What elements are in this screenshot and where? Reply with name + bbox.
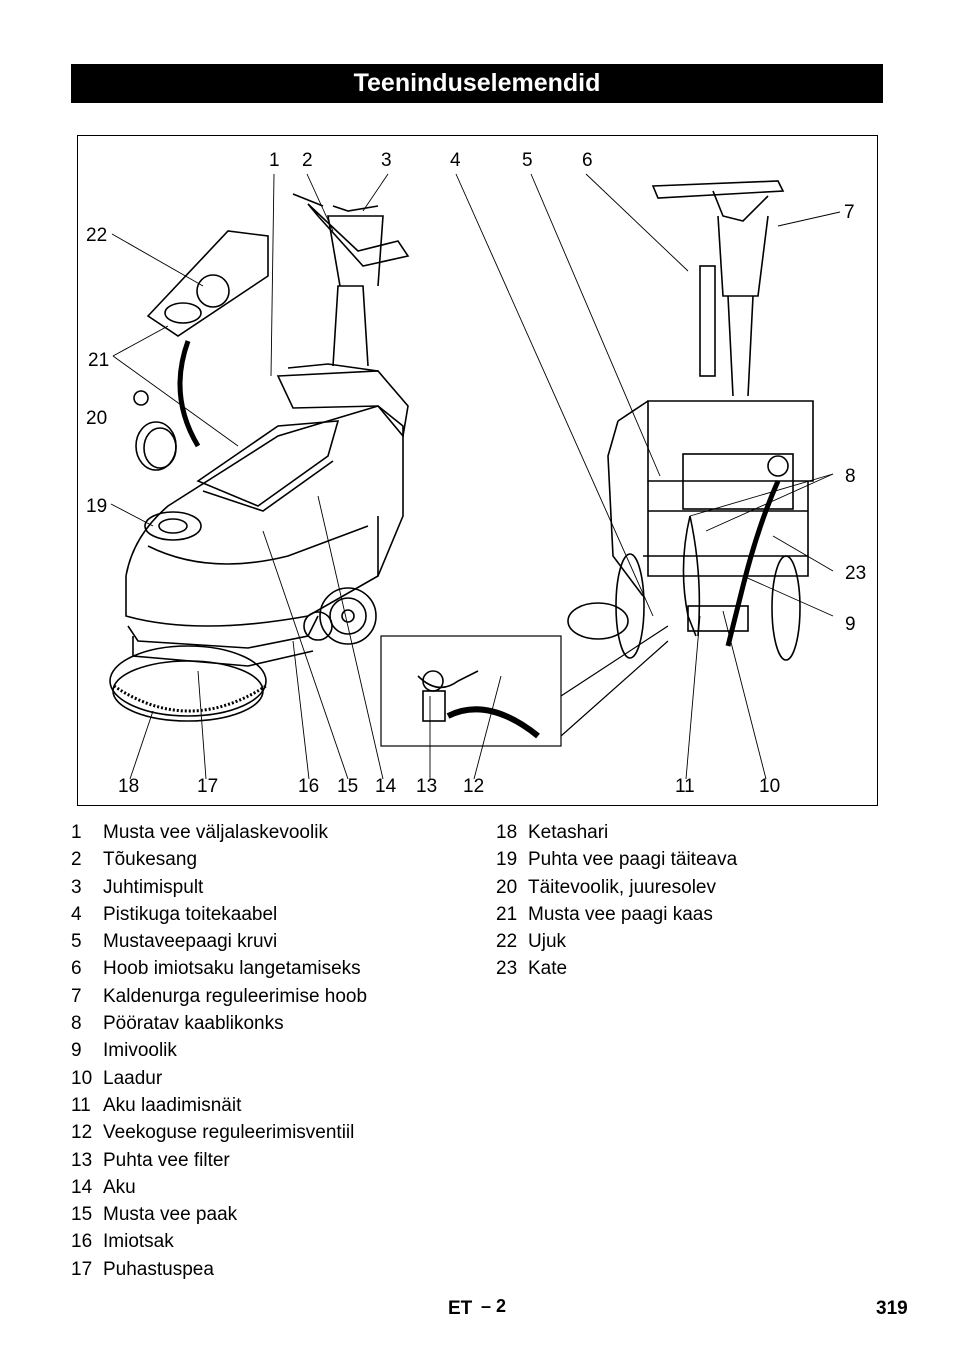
callout-5: 5	[522, 150, 533, 171]
callout-16: 16	[298, 776, 319, 797]
machine-drawing: 1 2 3 4 5 6 7 8 9 10 11 12 13 14 15 16 1…	[86, 150, 866, 797]
callout-2: 2	[302, 150, 313, 171]
page-title: Teeninduselemendid	[71, 64, 883, 103]
leader-lines	[110, 173, 841, 780]
callout-11: 11	[675, 776, 695, 797]
callout-15: 15	[337, 776, 358, 797]
callout-8: 8	[845, 466, 856, 487]
callout-7: 7	[844, 202, 855, 223]
callout-1: 1	[269, 150, 280, 171]
callout-22: 22	[86, 225, 107, 246]
callout-17: 17	[197, 776, 218, 797]
callout-12: 12	[463, 776, 484, 797]
lid-outline	[196, 420, 340, 507]
page-title-text: Teeninduselemendid	[353, 69, 601, 97]
callout-18: 18	[118, 776, 139, 797]
footer-page-marker: – 2	[481, 1296, 507, 1316]
callout-10: 10	[759, 776, 780, 797]
callout-3: 3	[381, 150, 392, 171]
callout-14: 14	[375, 776, 397, 797]
machine-illustration: 1 2 3 4 5 6 7 8 9 10 11 12 13 14 15 16 1…	[77, 135, 878, 806]
callout-6: 6	[582, 150, 593, 171]
callout-4: 4	[450, 150, 461, 171]
callout-23: 23	[845, 563, 866, 584]
footer-language: ET	[448, 1298, 473, 1319]
callout-21: 21	[88, 350, 109, 371]
brush-deck-outline	[109, 645, 267, 717]
callout-19: 19	[86, 496, 107, 517]
callout-labels: 1 2 3 4 5 6 7 8 9 10 11 12 13 14 15 16 1…	[86, 150, 866, 797]
callout-20: 20	[86, 408, 107, 429]
footer-page-number: 319	[876, 1298, 908, 1319]
callout-9: 9	[845, 614, 856, 635]
callout-13: 13	[416, 776, 437, 797]
